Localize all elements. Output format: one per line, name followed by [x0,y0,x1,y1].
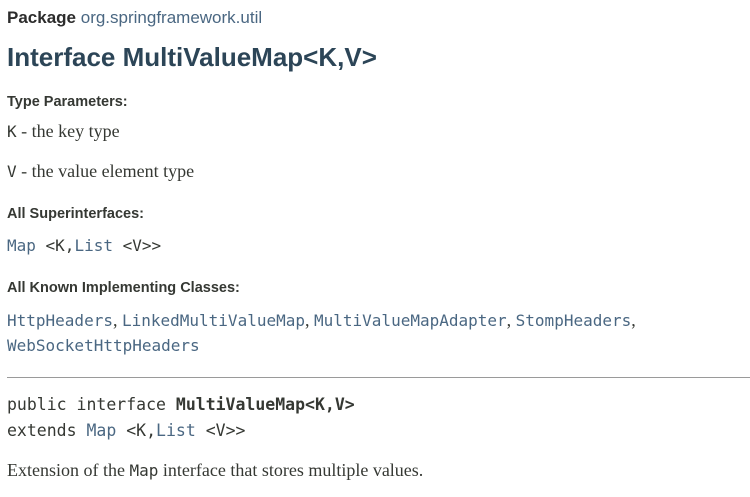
package-link[interactable]: org.springframework.util [80,8,263,27]
class-link-multivaluemapadapter[interactable]: MultiValueMapAdapter [314,311,507,330]
superinterface-list-link[interactable]: List [74,236,113,255]
description-code: Map [129,461,159,480]
implementing-classes-line-1: HttpHeaders, LinkedMultiValueMap, MultiV… [7,310,636,331]
superinterface-generic-close: <V>> [112,236,162,255]
section-divider [7,377,750,378]
signature-line-2: extends Map <K,List <V>> [7,418,355,444]
signature-generic-close: <V>> [195,421,246,440]
superinterfaces-list: Map <K,List <V>> [7,236,161,255]
class-link-linkedmultivaluemap[interactable]: LinkedMultiValueMap [121,311,305,330]
superinterface-map-link[interactable]: Map [7,236,36,255]
type-param-v-name: V [7,162,17,181]
signature-modifiers: public interface [7,395,176,414]
superinterface-generic-open: <K, [35,236,75,255]
description-after: interface that stores multiple values. [158,460,424,480]
package-line: Package org.springframework.util [7,8,262,28]
type-param-k-name: K [7,122,17,141]
class-separator: , [305,310,314,330]
superinterfaces-heading: All Superinterfaces: [7,206,144,222]
class-signature: public interface MultiValueMap<K,V> exte… [7,392,355,444]
type-param-k: K - the key type [7,121,120,142]
class-link-websockethttpheaders[interactable]: WebSocketHttpHeaders [7,336,200,355]
class-separator-comma: , [631,310,636,330]
page-title: Interface MultiValueMap<K,V> [7,42,377,72]
class-link-stompheaders[interactable]: StompHeaders [515,311,632,330]
implementing-classes-heading: All Known Implementing Classes: [7,280,240,296]
type-param-v-description: - the value element type [16,161,195,181]
signature-name: MultiValueMap<K,V> [175,395,355,414]
class-separator: , [506,310,516,330]
class-link-httpheaders[interactable]: HttpHeaders [7,311,113,330]
description-before: Extension of the [7,460,130,480]
signature-extends: extends [7,421,87,440]
type-param-k-description: - the key type [16,121,120,141]
signature-list-link[interactable]: List [156,421,196,440]
package-label: Package [7,8,76,27]
type-param-v: V - the value element type [7,161,194,182]
signature-line-1: public interface MultiValueMap<K,V> [7,392,355,418]
implementing-classes-line-2: WebSocketHttpHeaders [7,336,200,355]
type-parameters-heading: Type Parameters: [7,94,128,110]
class-description: Extension of the Map interface that stor… [7,460,423,481]
signature-map-link[interactable]: Map [86,421,117,440]
signature-generic-open: <K, [116,421,157,440]
class-separator: , [112,310,122,330]
